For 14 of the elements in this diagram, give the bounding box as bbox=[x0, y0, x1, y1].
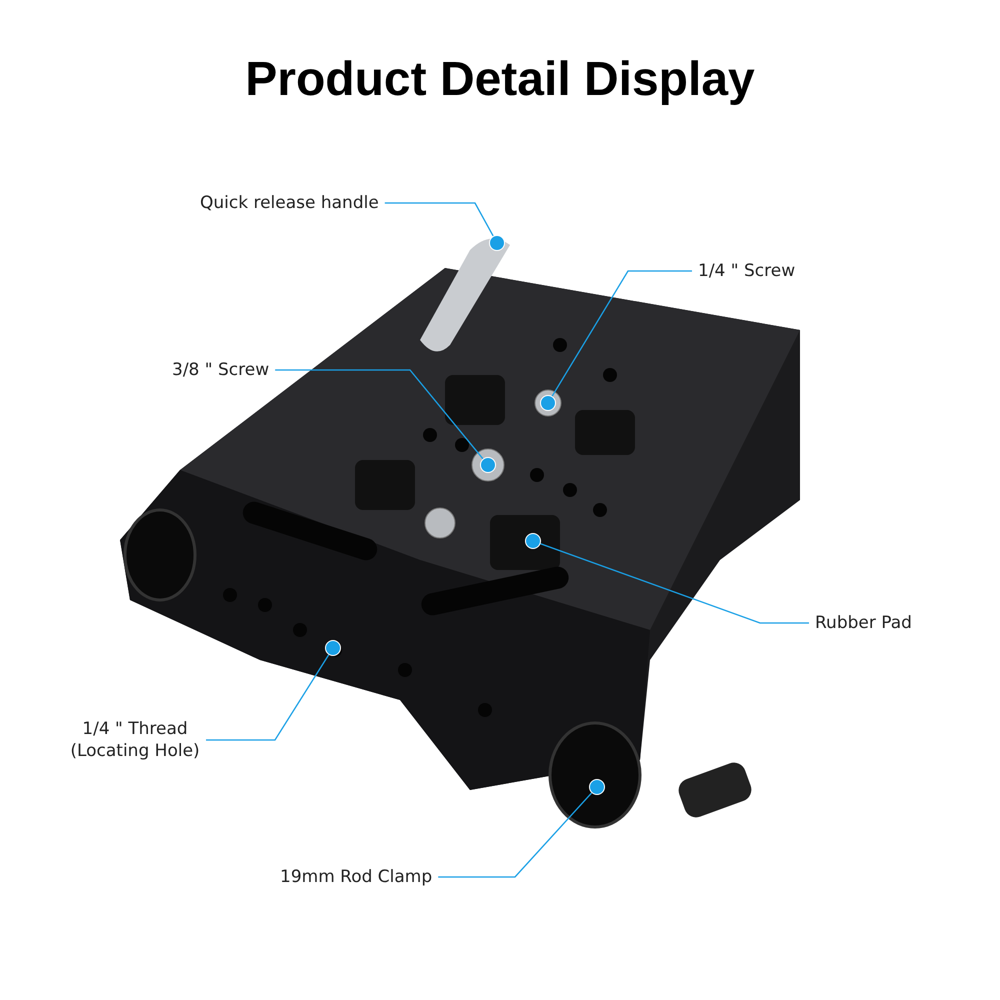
leader-line bbox=[552, 270, 692, 396]
leader-line bbox=[206, 654, 330, 741]
callout-dot bbox=[489, 235, 505, 251]
leader-line bbox=[275, 369, 484, 460]
leader-line bbox=[438, 792, 592, 878]
callout-label: 1/4 " Screw bbox=[698, 260, 796, 282]
leader-line bbox=[384, 202, 494, 236]
callout-label: 3/8 " Screw bbox=[172, 359, 270, 381]
title: Product Detail Display bbox=[244, 52, 756, 107]
callout-label: 19mm Rod Clamp bbox=[280, 866, 432, 888]
callout-label: Rubber Pad bbox=[815, 612, 912, 634]
leader-line bbox=[540, 543, 809, 624]
callout-label: 1/4 " Thread (Locating Hole) bbox=[70, 718, 200, 762]
callout-label: Quick release handle bbox=[200, 192, 379, 214]
